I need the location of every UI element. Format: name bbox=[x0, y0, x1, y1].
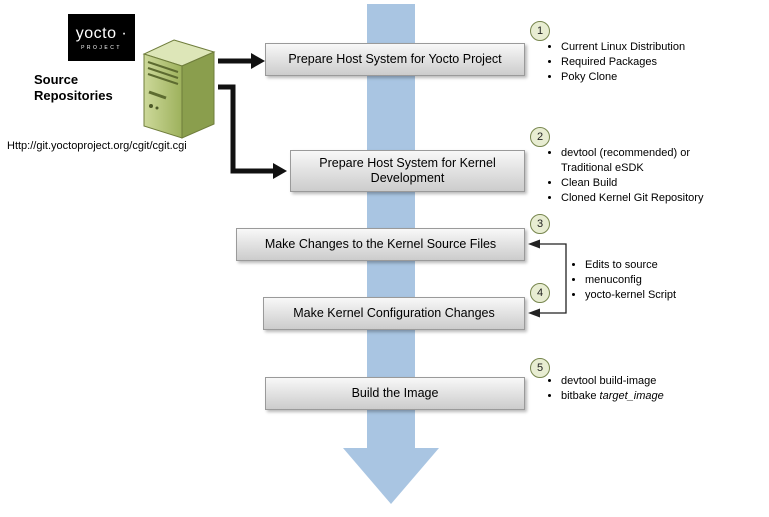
bitbake-command: bitbake bbox=[561, 390, 597, 402]
server-vent-slot bbox=[147, 61, 179, 73]
server-vent-slot bbox=[147, 73, 179, 85]
arrowhead-step-2 bbox=[273, 163, 287, 179]
step-box-make-config-changes: Make Kernel Configuration Changes bbox=[263, 297, 525, 330]
bullet-item: Poky Clone bbox=[561, 70, 758, 85]
step-bullets-2: devtool (recommended) or Traditional eSD… bbox=[548, 146, 736, 206]
server-power-button bbox=[149, 104, 153, 108]
step-circle-5: 5 bbox=[530, 358, 550, 378]
bullet-item: bitbake target_image bbox=[561, 389, 758, 404]
source-repositories-label: Source Repositories bbox=[34, 72, 113, 103]
bullet-item: menuconfig bbox=[585, 273, 747, 288]
yocto-logo: yocto · PROJECT bbox=[68, 14, 135, 61]
bullet-item: Clean Build bbox=[561, 176, 736, 191]
step-circle-3: 3 bbox=[530, 214, 550, 234]
yocto-logo-subtitle: PROJECT bbox=[81, 44, 122, 51]
git-repository-url: Http://git.yoctoproject.org/cgit/cgit.cg… bbox=[7, 140, 187, 152]
bullet-item: Cloned Kernel Git Repository bbox=[561, 191, 736, 206]
bitbake-target-arg: target_image bbox=[599, 390, 664, 402]
step-box-prepare-host-yocto: Prepare Host System for Yocto Project bbox=[265, 43, 525, 76]
server-drive-slot bbox=[148, 90, 167, 100]
arrowhead-step-1 bbox=[251, 53, 265, 69]
arrow-to-step-2 bbox=[218, 84, 274, 174]
shared-bullets-bracket bbox=[531, 243, 567, 314]
bullet-item: Required Packages bbox=[561, 55, 758, 70]
step-circle-4: 4 bbox=[530, 283, 550, 303]
bullet-item: Edits to source bbox=[585, 258, 747, 273]
step-box-prepare-host-kernel: Prepare Host System for Kernel Developme… bbox=[290, 150, 525, 192]
server-led bbox=[155, 106, 159, 110]
step-box-build-image: Build the Image bbox=[265, 377, 525, 410]
arrowhead-step-3 bbox=[528, 239, 540, 249]
server-side-face bbox=[181, 51, 215, 139]
arrowhead-step-4 bbox=[528, 308, 540, 318]
server-vent-slot bbox=[147, 67, 179, 79]
step-bullets-1: Current Linux Distribution Required Pack… bbox=[548, 40, 758, 85]
bullet-item: yocto-kernel Script bbox=[585, 288, 747, 303]
bullet-item: Current Linux Distribution bbox=[561, 40, 758, 55]
shared-bullets-3-4: Edits to source menuconfig yocto-kernel … bbox=[572, 258, 747, 303]
step-circle-2: 2 bbox=[530, 127, 550, 147]
yocto-logo-title: yocto · bbox=[75, 24, 128, 42]
bullet-item: devtool build-image bbox=[561, 374, 758, 389]
step-box-make-source-changes: Make Changes to the Kernel Source Files bbox=[236, 228, 525, 261]
bullet-item: devtool (recommended) or Traditional eSD… bbox=[561, 146, 736, 176]
step-bullets-5: devtool build-image bitbake target_image bbox=[548, 374, 758, 404]
server-icon bbox=[142, 39, 216, 139]
step-circle-1: 1 bbox=[530, 21, 550, 41]
